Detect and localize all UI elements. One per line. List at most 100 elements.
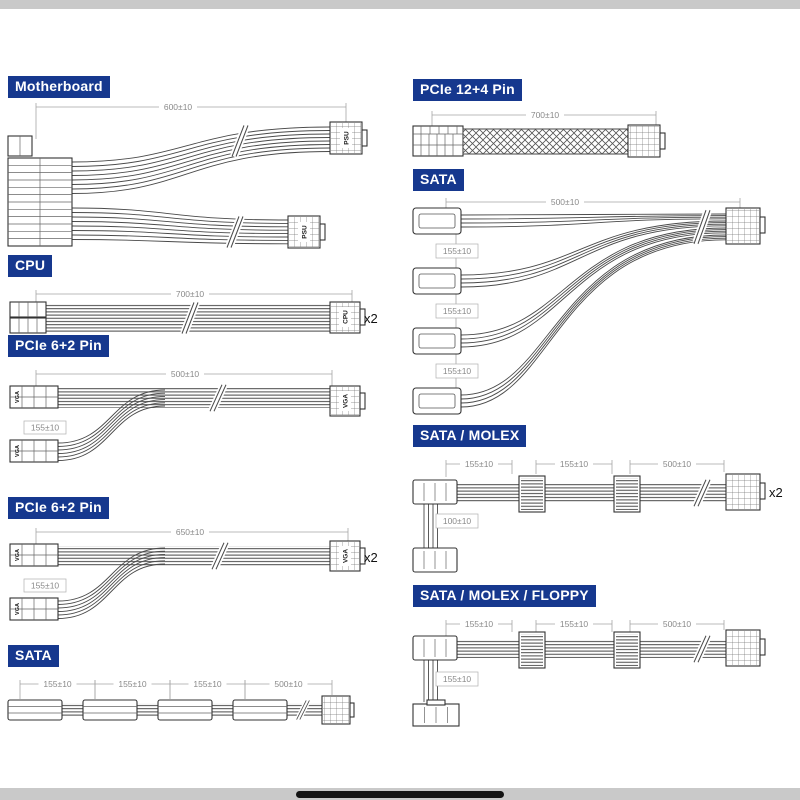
wires — [137, 703, 158, 717]
svg-text:155±10: 155±10 — [443, 674, 472, 684]
sata-connector — [412, 387, 462, 415]
psu-side-connector — [725, 473, 766, 511]
svg-text:600±10: 600±10 — [164, 102, 193, 112]
wires-pcie-a-branch — [57, 389, 166, 461]
section-label-pcie12: PCIe 12+4 Pin — [413, 79, 522, 101]
pcie-12plus4-connector — [412, 125, 464, 157]
svg-text:155±10: 155±10 — [443, 306, 472, 316]
svg-text:155±10: 155±10 — [560, 619, 589, 629]
svg-text:155±10: 155±10 — [443, 246, 472, 256]
section-sata-molex-drawing: 155±10 155±10 500±10 100±10 x2 — [412, 458, 783, 573]
wires — [460, 213, 727, 228]
wires — [460, 227, 727, 348]
label-backing — [339, 546, 351, 566]
dim-pcie12-length: 700±10 — [431, 109, 657, 126]
dim-pcie-b-length: 650±10 — [35, 526, 349, 544]
dim-smf-branch: 155±10 — [435, 671, 479, 687]
cable-break-mark — [227, 216, 243, 247]
svg-text:155±10: 155±10 — [118, 679, 147, 689]
bottom-progress-bar — [296, 791, 504, 798]
dim-motherboard-length: 600±10 — [35, 101, 347, 139]
psu-side-connector — [627, 124, 666, 158]
wires-pcie-a — [58, 388, 330, 408]
dim-sata-molex-branch: 100±10 — [435, 513, 479, 529]
dim-sata-left-seg1: 155±10 — [19, 678, 96, 699]
dim-cpu-length: 700±10 — [35, 288, 353, 303]
top-letterbox — [0, 0, 800, 9]
pcie-6plus2-connector: VGA — [9, 385, 59, 409]
svg-text:500±10: 500±10 — [663, 459, 692, 469]
svg-text:500±10: 500±10 — [551, 197, 580, 207]
wires-motherboard-top — [71, 126, 331, 194]
svg-text:500±10: 500±10 — [663, 619, 692, 629]
wires-branch — [423, 503, 438, 548]
psu-side-connector — [321, 695, 355, 725]
sata-connector — [82, 699, 138, 721]
section-label-cpu: CPU — [8, 255, 53, 277]
dim-sata-left-seg3: 155±10 — [169, 678, 246, 699]
pcie-6plus2-connector: VGA — [9, 543, 59, 567]
psu-connector-label: PSU — [344, 131, 351, 145]
wires — [460, 220, 727, 288]
psu-side-connector: PSU — [287, 215, 326, 249]
dim-sata-molex-main: 500±10 — [629, 458, 725, 474]
section-label-motherboard: Motherboard — [8, 76, 110, 98]
dim-sata-left-main: 500±10 — [244, 678, 333, 699]
svg-text:500±10: 500±10 — [274, 679, 303, 689]
floppy-connector — [412, 699, 460, 727]
section-label-sata-molex-floppy: SATA / MOLEX / FLOPPY — [413, 585, 596, 607]
section-label-pcie-b: PCIe 6+2 Pin — [8, 497, 109, 519]
cable-break-mark — [232, 125, 248, 156]
svg-text:155±10: 155±10 — [443, 366, 472, 376]
wires-branch — [423, 659, 438, 702]
psu-side-connector: CPU — [329, 301, 366, 334]
section-label-sata-molex: SATA / MOLEX — [413, 425, 527, 447]
vga-connector-label: VGA — [343, 394, 350, 408]
wires — [545, 484, 614, 502]
svg-text:155±10: 155±10 — [43, 679, 72, 689]
dim-sata-right-seg3: 155±10 — [435, 363, 479, 379]
section-pcie-a-drawing: 500±10 VGA 155±10 VGA VGA — [9, 368, 366, 463]
psu-side-connector: PSU — [329, 121, 368, 155]
psu-side-connector: VGA — [329, 540, 366, 572]
sata-connector — [412, 207, 462, 235]
vga-connector-label: VGA — [15, 445, 21, 457]
wires — [545, 640, 614, 658]
wires — [62, 703, 83, 717]
sata-connector — [232, 699, 288, 721]
section-label-pcie-a: PCIe 6+2 Pin — [8, 335, 109, 357]
svg-text:650±10: 650±10 — [176, 527, 205, 537]
sata-connector — [412, 267, 462, 295]
dim-smf-seg2: 155±10 — [535, 618, 613, 632]
svg-text:155±10: 155±10 — [193, 679, 222, 689]
section-pcie12-drawing: 700±10 — [412, 109, 666, 158]
sata-molex-quantity-multiplier: x2 — [769, 485, 783, 500]
wires — [212, 703, 233, 717]
label-backing — [298, 222, 310, 242]
dim-pcie-a-length: 500±10 — [35, 368, 333, 386]
wires-motherboard-bottom — [71, 207, 289, 245]
dim-smf-main: 500±10 — [629, 618, 725, 632]
svg-text:155±10: 155±10 — [465, 619, 494, 629]
label-backing — [339, 391, 351, 411]
section-sata-right-drawing: 500±10 155±10 155±10 155±10 — [412, 196, 766, 415]
svg-text:700±10: 700±10 — [531, 110, 560, 120]
sata-connector — [518, 631, 546, 669]
svg-text:155±10: 155±10 — [465, 459, 494, 469]
atx-24pin-connector — [7, 135, 73, 247]
psu-side-connector — [725, 629, 766, 667]
vga-connector-label: VGA — [343, 549, 350, 563]
label-backing — [339, 307, 351, 327]
svg-text:700±10: 700±10 — [176, 289, 205, 299]
wires — [640, 640, 726, 658]
pcie-6plus2-connector: VGA — [9, 597, 59, 621]
cpu-4plus4-connector — [9, 301, 47, 334]
svg-text:155±10: 155±10 — [31, 581, 60, 591]
molex-connector — [412, 547, 458, 573]
cpu-quantity-multiplier: x2 — [364, 311, 378, 326]
section-motherboard-drawing: 600±10 PSU PSU — [7, 101, 368, 249]
section-label-sata-right: SATA — [413, 169, 464, 191]
vga-connector-label: VGA — [15, 603, 21, 615]
molex-connector — [412, 635, 458, 661]
